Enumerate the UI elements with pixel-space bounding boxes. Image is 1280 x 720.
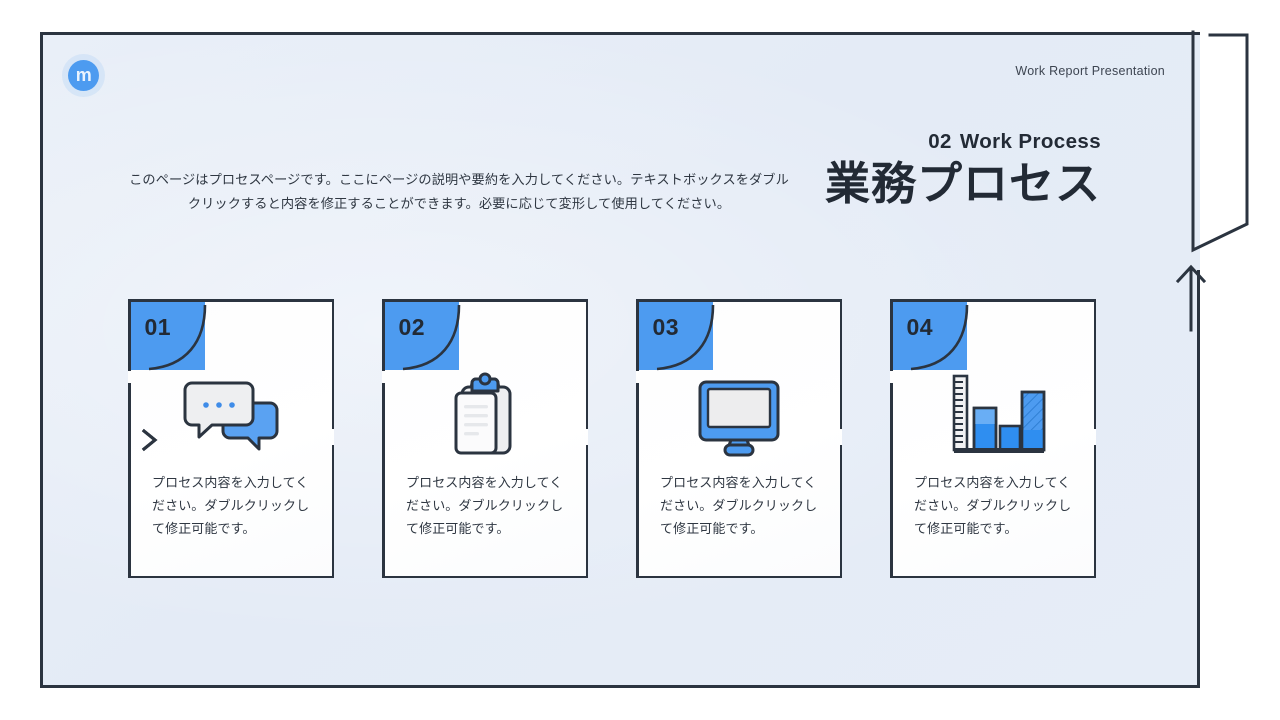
badge-fill [638,301,713,370]
process-card-2[interactable]: 02 [382,299,588,578]
section-number: 02 [928,130,952,153]
card-border-right-upper [1093,299,1096,429]
card-border-top [128,299,334,302]
presentation-header-label: Work Report Presentation [1015,64,1165,78]
process-card-1[interactable]: 01 プロセス内容を入力してください。ダブルクリックして修正可能です。 [128,299,334,578]
card-border-top [890,299,1096,302]
card-number-badge: 01 [130,301,206,370]
m-logo[interactable]: m [68,60,99,91]
card-border-right-lower [1093,445,1096,578]
card-border-left-upper [128,299,131,371]
card-border-bottom [128,575,334,578]
card-body-text: プロセス内容を入力してください。ダブルクリックして修正可能です。 [914,475,1072,537]
card-border-right-upper [331,299,334,429]
badge-fill [384,301,459,370]
process-card-4[interactable]: 04 [890,299,1096,578]
badge-fill [130,301,205,370]
card-border-bottom [890,575,1096,578]
monitor-icon [636,369,842,465]
card-body-text: プロセス内容を入力してください。ダブルクリックして修正可能です。 [152,475,310,537]
card-border-right-upper [839,299,842,429]
card-border-right-lower [331,445,334,578]
card-border-bottom [382,575,588,578]
process-card-3[interactable]: 03 プロセス内容を入力してください。ダブルクリックして修正可能です。 [636,299,842,578]
chat-bubbles-icon [128,369,334,465]
page-description: このページはプロセスページです。ここにページの説明や要約を入力してください。テキ… [129,172,789,212]
card-border-left-lower [128,383,131,578]
card-number: 01 [144,313,172,340]
card-border-top [636,299,842,302]
card-border-right-upper [585,299,588,429]
card-border-left-lower [636,383,639,578]
card-border-top [382,299,588,302]
card-number-badge: 03 [638,301,714,370]
ribbon-fold-decoration [1190,30,1250,257]
process-cards-row: 01 プロセス内容を入力してください。ダブルクリックして修正可能です。 [128,299,1096,579]
card-border-left-lower [382,383,385,578]
badge-fill [892,301,967,370]
card-number-badge: 02 [384,301,460,370]
card-border-left-lower [890,383,893,578]
card-number-badge: 04 [892,301,968,370]
panel-right-border [1197,270,1200,688]
card-number: 03 [652,313,680,340]
card-border-bottom [636,575,842,578]
clipboard-icon [382,369,588,465]
card-border-left-upper [890,299,893,371]
arrow-3-to-4 [128,427,176,453]
card-border-left-upper [382,299,385,371]
card-body-text: プロセス内容を入力してください。ダブルクリックして修正可能です。 [660,475,818,537]
section-eyebrow: 02 Work Process [825,130,1101,154]
card-border-left-upper [636,299,639,371]
title-block: 02 Work Process 業務プロセス [825,130,1101,210]
card-border-right-lower [839,445,842,578]
card-number: 04 [906,313,934,340]
bar-chart-icon [890,369,1096,465]
logo-letter: m [75,64,92,85]
up-arrow-decoration [1170,262,1212,332]
page-title: 業務プロセス [824,158,1101,209]
card-border-right-lower [585,445,588,578]
card-body-text: プロセス内容を入力してください。ダブルクリックして修正可能です。 [406,475,564,537]
card-number: 02 [398,313,426,340]
section-eyebrow-label: Work Process [959,130,1101,153]
